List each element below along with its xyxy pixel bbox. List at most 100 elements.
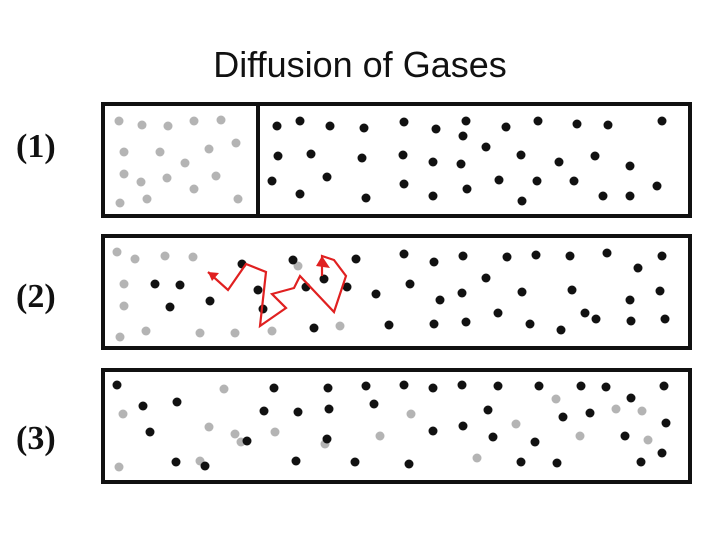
black-particle (657, 448, 667, 458)
black-particle (569, 176, 579, 186)
gray-particle (204, 422, 214, 432)
black-particle (461, 317, 471, 327)
gray-particle (160, 251, 170, 261)
black-particle (626, 393, 636, 403)
black-particle (517, 287, 527, 297)
black-particle (517, 196, 527, 206)
black-particle (428, 426, 438, 436)
gray-particle (141, 326, 151, 336)
gray-particle (511, 419, 521, 429)
black-particle (165, 302, 175, 312)
black-particle (325, 121, 335, 131)
black-particle (488, 432, 498, 442)
black-particle (572, 119, 582, 129)
black-particle (295, 116, 305, 126)
black-particle (601, 382, 611, 392)
panel-3-label: (3) (16, 420, 56, 457)
black-particle (660, 314, 670, 324)
gray-particle (335, 321, 345, 331)
gray-particle (216, 115, 226, 125)
black-particle (501, 122, 511, 132)
black-particle (351, 254, 361, 264)
black-particle (429, 319, 439, 329)
black-particle (636, 457, 646, 467)
black-particle (269, 383, 279, 393)
black-particle (481, 273, 491, 283)
gray-particle (643, 435, 653, 445)
panel-2-box (101, 234, 692, 350)
black-particle (494, 175, 504, 185)
black-particle (253, 285, 263, 295)
gray-particle (575, 431, 585, 441)
black-particle (655, 286, 665, 296)
black-particle (554, 157, 564, 167)
black-particle (458, 131, 468, 141)
black-particle (323, 383, 333, 393)
black-particle (558, 412, 568, 422)
gray-particle (551, 394, 561, 404)
black-particle (493, 308, 503, 318)
black-particle (661, 418, 671, 428)
black-particle (145, 427, 155, 437)
black-particle (591, 314, 601, 324)
gray-particle (112, 247, 122, 257)
black-particle (359, 123, 369, 133)
gray-particle (119, 301, 129, 311)
black-particle (585, 408, 595, 418)
gray-particle (155, 147, 165, 157)
black-particle (322, 434, 332, 444)
black-particle (404, 459, 414, 469)
black-particle (259, 406, 269, 416)
black-particle (565, 251, 575, 261)
black-particle (398, 150, 408, 160)
panel-2-label: (2) (16, 278, 56, 315)
gray-particle (211, 171, 221, 181)
black-particle (428, 191, 438, 201)
black-particle (556, 325, 566, 335)
gray-particle (114, 462, 124, 472)
gray-particle (231, 138, 241, 148)
black-particle (633, 263, 643, 273)
black-particle (150, 279, 160, 289)
black-particle (625, 161, 635, 171)
panel-2-particles (112, 247, 670, 342)
gray-particle (375, 431, 385, 441)
panel-3-box (101, 368, 692, 484)
black-particle (357, 153, 367, 163)
gray-particle (136, 177, 146, 187)
black-particle (580, 308, 590, 318)
black-particle (590, 151, 600, 161)
black-particle (405, 279, 415, 289)
gray-particle (233, 194, 243, 204)
black-particle (457, 288, 467, 298)
black-particle (112, 380, 122, 390)
black-particle (306, 149, 316, 159)
black-particle (567, 285, 577, 295)
gray-particle (114, 116, 124, 126)
black-particle (552, 458, 562, 468)
black-particle (576, 381, 586, 391)
gray-particle (163, 121, 173, 131)
black-particle (429, 257, 439, 267)
black-particle (399, 380, 409, 390)
gray-particle (119, 169, 129, 179)
black-particle (324, 404, 334, 414)
panel-1-particles (114, 115, 667, 208)
black-particle (205, 296, 215, 306)
gray-particle (270, 427, 280, 437)
black-particle (516, 457, 526, 467)
black-particle (657, 116, 667, 126)
panel-1-label: (1) (16, 128, 56, 165)
black-particle (200, 461, 210, 471)
black-particle (626, 316, 636, 326)
black-particle (272, 121, 282, 131)
black-particle (502, 252, 512, 262)
black-particle (493, 381, 503, 391)
gray-particle (115, 332, 125, 342)
gray-particle (267, 326, 277, 336)
black-particle (361, 381, 371, 391)
black-particle (602, 248, 612, 258)
black-particle (483, 405, 493, 415)
black-particle (309, 323, 319, 333)
